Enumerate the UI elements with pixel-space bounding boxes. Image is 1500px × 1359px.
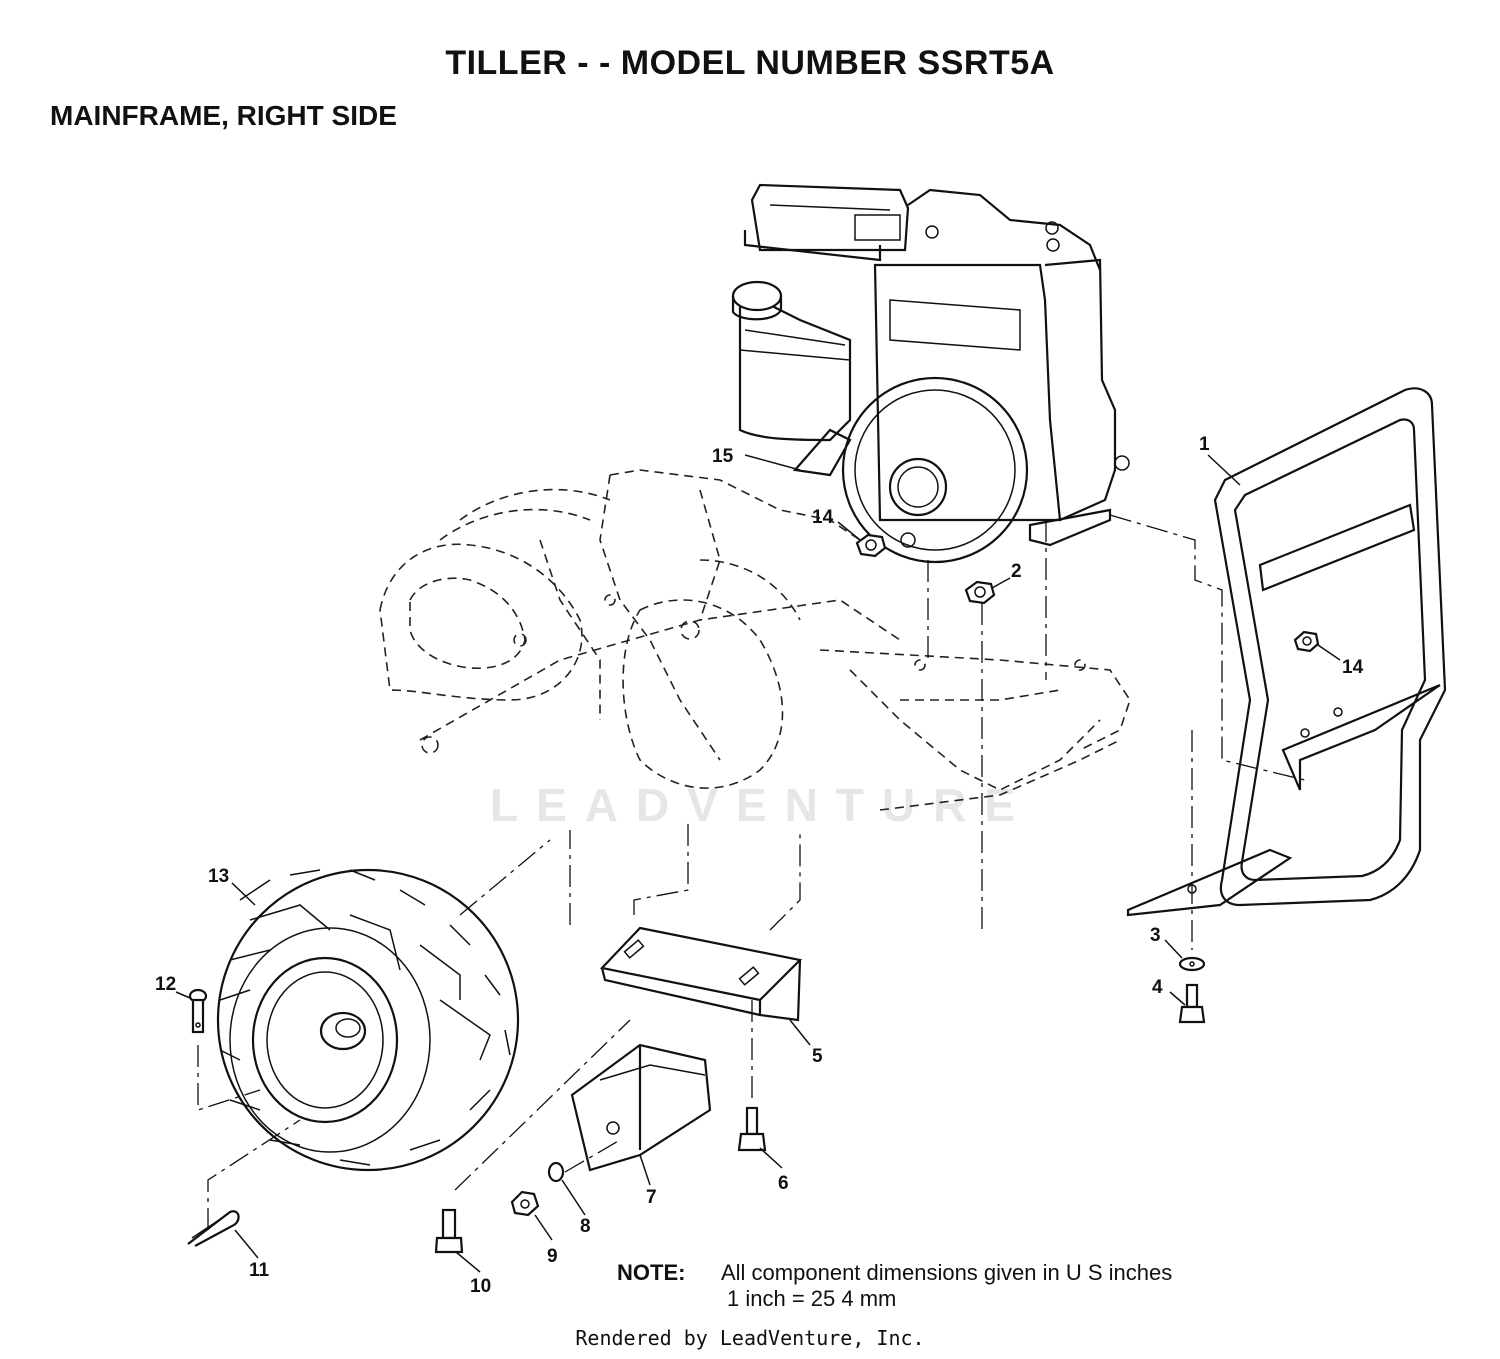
nut-9 (510, 1190, 540, 1217)
callout-2: 2 (1011, 561, 1022, 582)
dimension-note: NOTE: All component dimensions given in U… (617, 1260, 1172, 1312)
hairpin-clip-11 (187, 1210, 240, 1247)
tine-assembly-outline (379, 469, 1131, 811)
callout-12: 12 (155, 974, 176, 995)
callout-7: 7 (646, 1187, 657, 1208)
callout-11: 11 (249, 1260, 270, 1281)
note-line-1: All component dimensions given in U S in… (721, 1260, 1173, 1285)
callout-3: 3 (1150, 925, 1161, 946)
callout-5: 5 (812, 1046, 823, 1067)
bolt-4 (1178, 983, 1206, 1024)
callout-8: 8 (580, 1216, 591, 1237)
callout-14-bumper: 14 (1342, 657, 1364, 678)
callout-15: 15 (712, 446, 734, 467)
lockwasher-8 (547, 1161, 565, 1183)
callout-14-engine: 14 (812, 507, 834, 528)
engine (731, 183, 1130, 564)
callout-4: 4 (1152, 977, 1163, 998)
callout-1: 1 (1199, 434, 1210, 455)
watermark-text: LEADVENTURE (490, 779, 1034, 831)
washer-3 (1178, 956, 1206, 972)
wheel-13 (216, 868, 520, 1172)
callout-6: 6 (778, 1173, 789, 1194)
bracket-5 (599, 926, 803, 1022)
callout-9: 9 (547, 1246, 558, 1267)
weight-7 (570, 1043, 712, 1172)
footer-credit: Rendered by LeadVenture, Inc. (575, 1326, 925, 1350)
flange-nut-engine (855, 533, 887, 558)
bolt-6 (737, 1106, 767, 1152)
section-title: MAINFRAME, RIGHT SIDE (50, 100, 397, 131)
clevis-pin-12 (188, 988, 208, 1034)
callout-13: 13 (208, 866, 229, 887)
front-bumper (1126, 387, 1447, 917)
page-title: TILLER - - MODEL NUMBER SSRT5A (445, 44, 1055, 82)
flange-nut-2 (964, 580, 996, 930)
note-line-2: 1 inch = 25 4 mm (727, 1286, 897, 1311)
note-label: NOTE: (617, 1260, 686, 1285)
callout-10: 10 (470, 1276, 491, 1297)
bolt-10 (434, 1208, 464, 1254)
